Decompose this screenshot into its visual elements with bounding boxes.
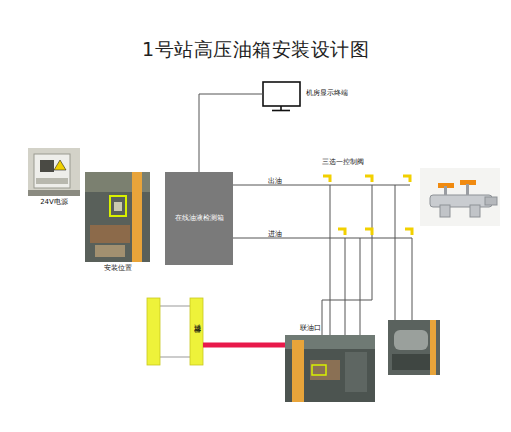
display-terminal: 机房显示终端: [263, 82, 300, 106]
oil-port-photo: [285, 335, 375, 402]
diagram-title: 1号站高压油箱安装设计图: [0, 37, 511, 63]
power-photo: [28, 148, 80, 196]
valve-photo: [420, 168, 500, 226]
valve-label: 三选一控制阀: [322, 157, 364, 167]
oil-in-pipe: [233, 238, 345, 335]
power-supply: 24V电源: [28, 148, 80, 196]
signal-wire: [199, 94, 263, 172]
valve-symbols: [323, 176, 412, 235]
node-label: 安装位置: [75, 265, 160, 273]
oil-pipes: [322, 185, 412, 335]
node-label: 联油口: [300, 325, 321, 333]
install-location: 安装位置: [85, 172, 150, 262]
node-label: 过滤器: [192, 318, 200, 321]
oil-out-pipe: [233, 185, 330, 335]
monitor-icon: [263, 82, 300, 111]
filter-pipe: [203, 343, 285, 348]
filter-symbol: [147, 298, 203, 365]
node-label: 在线油液检测箱: [165, 215, 233, 223]
edge-label: 进油: [268, 229, 282, 239]
edge-label: 出油: [268, 176, 282, 186]
node-label: 24V电源: [18, 199, 90, 207]
install-photo: [85, 172, 150, 262]
filter: 过滤器: [147, 298, 203, 365]
pump-photo: [388, 320, 440, 375]
node-label: 机房显示终端: [306, 90, 348, 98]
oil-port: 联油口: [285, 335, 375, 402]
oil-monitor-box: 在线油液检测箱: [165, 172, 233, 265]
